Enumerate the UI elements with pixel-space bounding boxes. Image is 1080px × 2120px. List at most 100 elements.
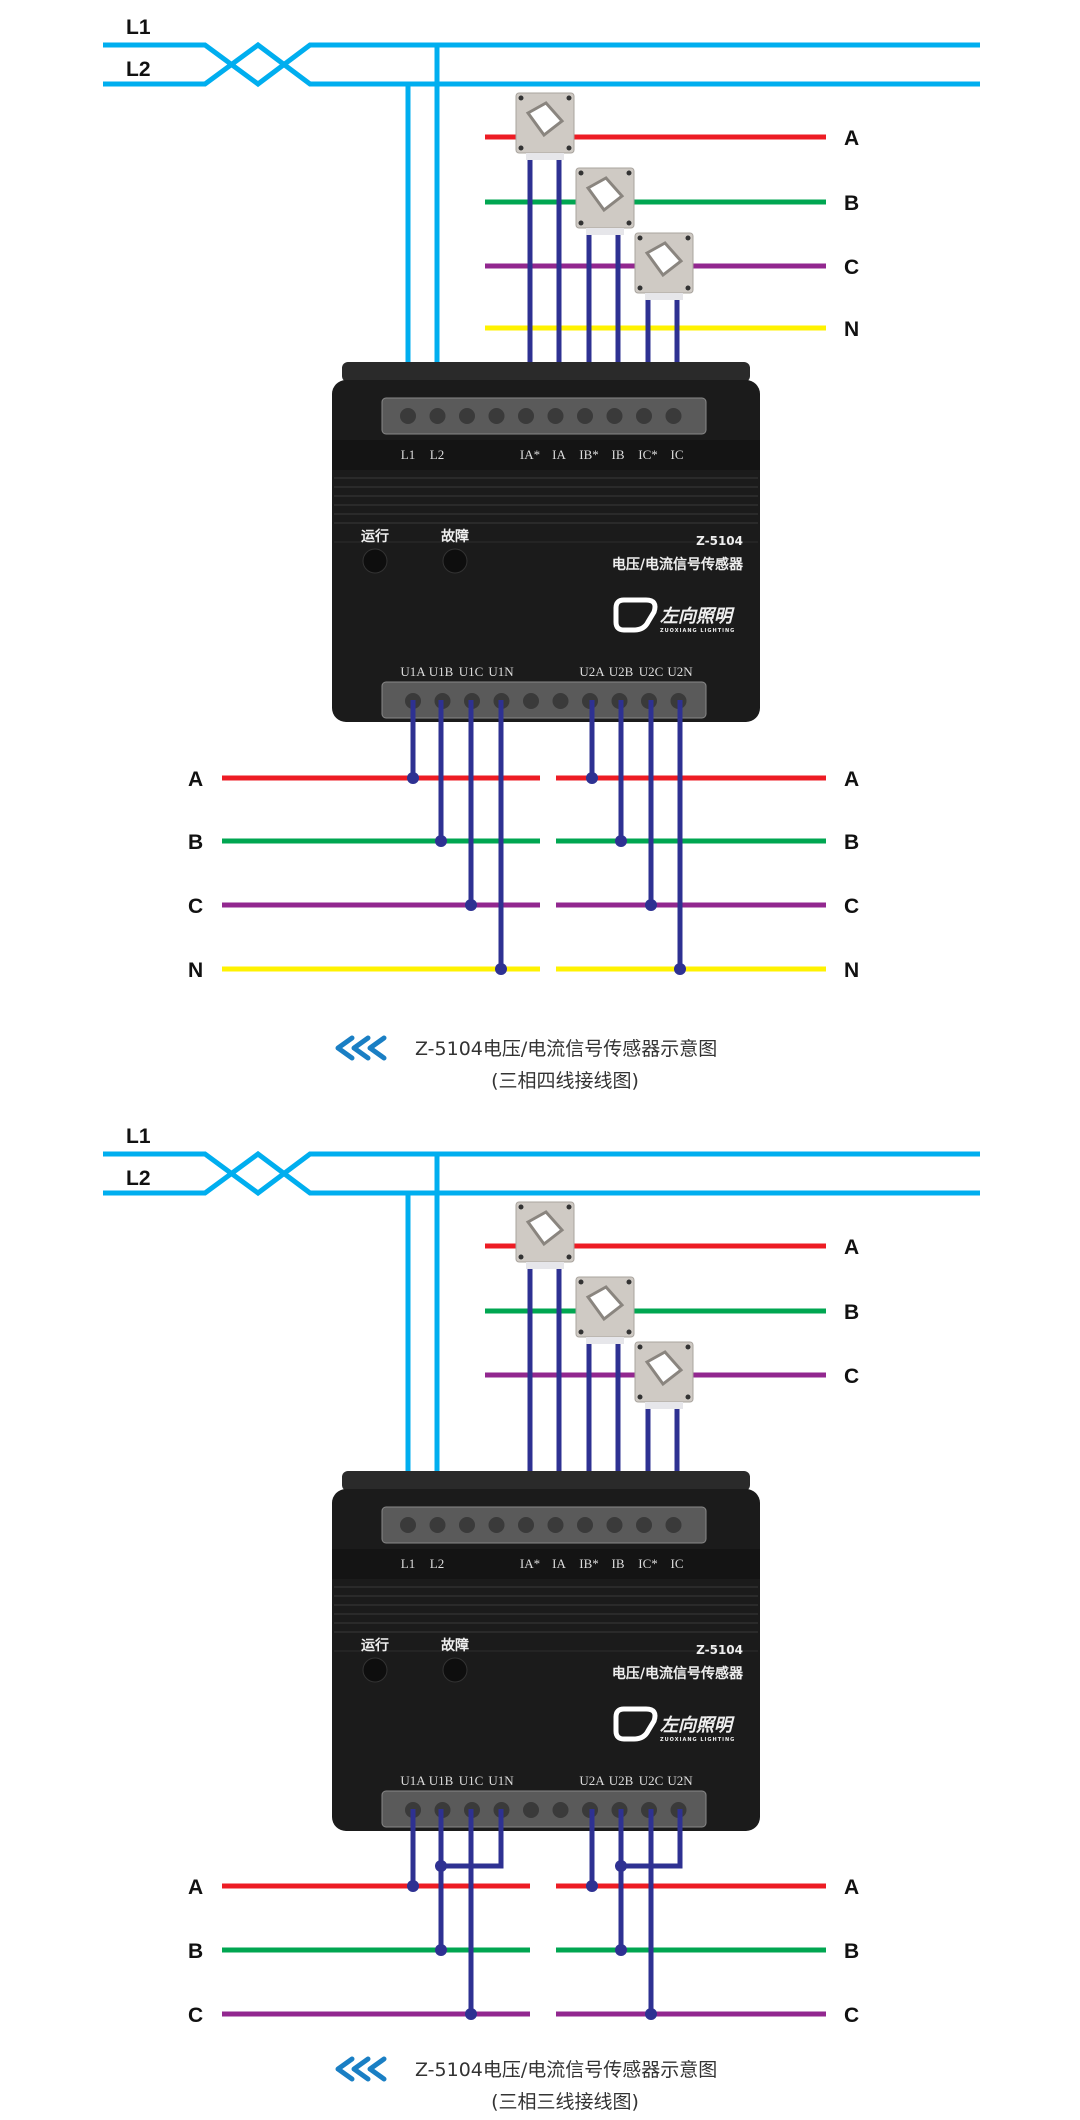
ct-screw bbox=[685, 1344, 691, 1350]
bottom-terminal-block bbox=[381, 1790, 707, 1828]
caption-subtitle: (三相四线接线图) bbox=[491, 1070, 639, 1092]
terminal-label-top: IC bbox=[671, 447, 684, 462]
brand-logo-icon bbox=[613, 597, 658, 633]
fault-indicator-label: 故障 bbox=[441, 528, 469, 545]
terminal-screw bbox=[523, 693, 539, 709]
phase-label-right-n: N bbox=[844, 959, 859, 982]
terminal-label-bottom: U1B bbox=[429, 1773, 454, 1788]
brand-name-en: ZUOXIANG LIGHTING bbox=[660, 628, 735, 634]
ct-terminal bbox=[645, 293, 683, 300]
chevrons-left-icon bbox=[335, 1035, 387, 1061]
supply-label-l1: L1 bbox=[126, 16, 151, 39]
supply-label-l2: L2 bbox=[126, 1167, 151, 1190]
chevron-icon bbox=[335, 1035, 355, 1061]
junction-dot bbox=[674, 963, 686, 975]
bottom-terminal-block bbox=[381, 681, 707, 719]
current-transformer-a bbox=[515, 1201, 575, 1269]
junction-dot bbox=[586, 1880, 598, 1892]
phase-label-right-b: B bbox=[844, 1940, 859, 1963]
terminal-screw bbox=[577, 1517, 593, 1533]
phase-label-left-n: N bbox=[188, 959, 203, 982]
ct-screw bbox=[578, 220, 584, 226]
ct-terminal bbox=[586, 228, 624, 235]
phase-label-right-c: C bbox=[844, 895, 859, 918]
fault-indicator-led bbox=[442, 548, 468, 574]
device-name: 电压/电流信号传感器 bbox=[612, 1665, 744, 1682]
phase-label-left-c: C bbox=[188, 895, 203, 918]
junction-dot bbox=[435, 1860, 447, 1872]
terminal-screw bbox=[606, 408, 623, 424]
chevron-icon bbox=[351, 2056, 371, 2082]
terminal-label-bottom: U2B bbox=[609, 1773, 634, 1788]
ct-screw bbox=[626, 170, 632, 176]
supply-line-l2 bbox=[103, 1150, 980, 1196]
phase-label-top-b: B bbox=[844, 192, 859, 215]
terminal-label-top: IA bbox=[552, 1556, 566, 1571]
neutral-jumper-wire bbox=[441, 1809, 504, 1869]
terminal-label-bottom: U1C bbox=[459, 664, 484, 679]
phase-label-top-a: A bbox=[844, 127, 859, 150]
top-terminal-block bbox=[381, 397, 707, 435]
terminal-screw bbox=[429, 408, 446, 424]
terminal-screw bbox=[577, 408, 593, 424]
terminal-label-bottom: U1C bbox=[459, 1773, 484, 1788]
ct-screw bbox=[637, 235, 643, 241]
phase-label-left-a: A bbox=[188, 1876, 203, 1899]
junction-dot bbox=[615, 1860, 627, 1872]
terminal-label-bottom: U2B bbox=[609, 664, 634, 679]
terminal-label-top: IA bbox=[552, 447, 566, 462]
terminal-screw bbox=[459, 408, 475, 424]
junction-dot bbox=[465, 2008, 477, 2020]
top-terminal-block bbox=[381, 1506, 707, 1544]
terminal-screw bbox=[636, 1517, 652, 1533]
fault-indicator-led bbox=[442, 1657, 468, 1683]
chevron-icon bbox=[367, 1035, 387, 1061]
ct-terminal bbox=[526, 1262, 564, 1269]
brand-name-en: ZUOXIANG LIGHTING bbox=[660, 1737, 735, 1743]
terminal-screw bbox=[665, 408, 682, 424]
terminal-screw bbox=[400, 1517, 416, 1533]
caption-title: Z-5104电压/电流信号传感器示意图 bbox=[415, 1038, 717, 1060]
terminal-label-bottom: U1A bbox=[400, 1773, 426, 1788]
terminal-screw bbox=[552, 1802, 569, 1818]
terminal-screw bbox=[606, 1517, 623, 1533]
supply-line-l1 bbox=[103, 1151, 980, 1197]
terminal-screw bbox=[459, 1517, 475, 1533]
current-transformer-c bbox=[634, 232, 694, 300]
device-top-ridge bbox=[342, 1471, 750, 1491]
terminal-label-top: L1 bbox=[401, 447, 415, 462]
device-model: Z-5104 bbox=[696, 534, 743, 548]
phase-label-top-c: C bbox=[844, 1365, 859, 1388]
terminal-label-bottom: U2A bbox=[579, 664, 605, 679]
ct-terminal bbox=[645, 1402, 683, 1409]
device-model: Z-5104 bbox=[696, 1643, 743, 1657]
ct-screw bbox=[685, 1394, 691, 1400]
ct-screw bbox=[578, 1279, 584, 1285]
supply-label-l1: L1 bbox=[126, 1125, 151, 1148]
run-indicator-label: 运行 bbox=[361, 1637, 389, 1654]
phase-label-left-a: A bbox=[188, 768, 203, 791]
terminal-screw bbox=[523, 1802, 539, 1818]
fault-indicator-label: 故障 bbox=[441, 1637, 469, 1654]
ct-screw bbox=[637, 285, 643, 291]
junction-dot bbox=[407, 1880, 419, 1892]
terminal-screw bbox=[429, 1517, 446, 1533]
current-transformer-b bbox=[575, 167, 635, 235]
ct-screw bbox=[566, 1254, 572, 1260]
ct-window bbox=[585, 176, 625, 213]
neutral-jumper-wire bbox=[621, 1809, 683, 1869]
ct-screw bbox=[518, 1254, 524, 1260]
terminal-label-top: IA* bbox=[520, 1556, 540, 1571]
ct-screw bbox=[626, 220, 632, 226]
caption-title: Z-5104电压/电流信号传感器示意图 bbox=[415, 2059, 717, 2081]
phase-label-left-b: B bbox=[188, 831, 203, 854]
device-label-strip bbox=[332, 440, 760, 470]
ct-window bbox=[585, 1285, 625, 1322]
current-transformer-c bbox=[634, 1341, 694, 1409]
junction-dot bbox=[495, 963, 507, 975]
phase-label-left-b: B bbox=[188, 1940, 203, 1963]
